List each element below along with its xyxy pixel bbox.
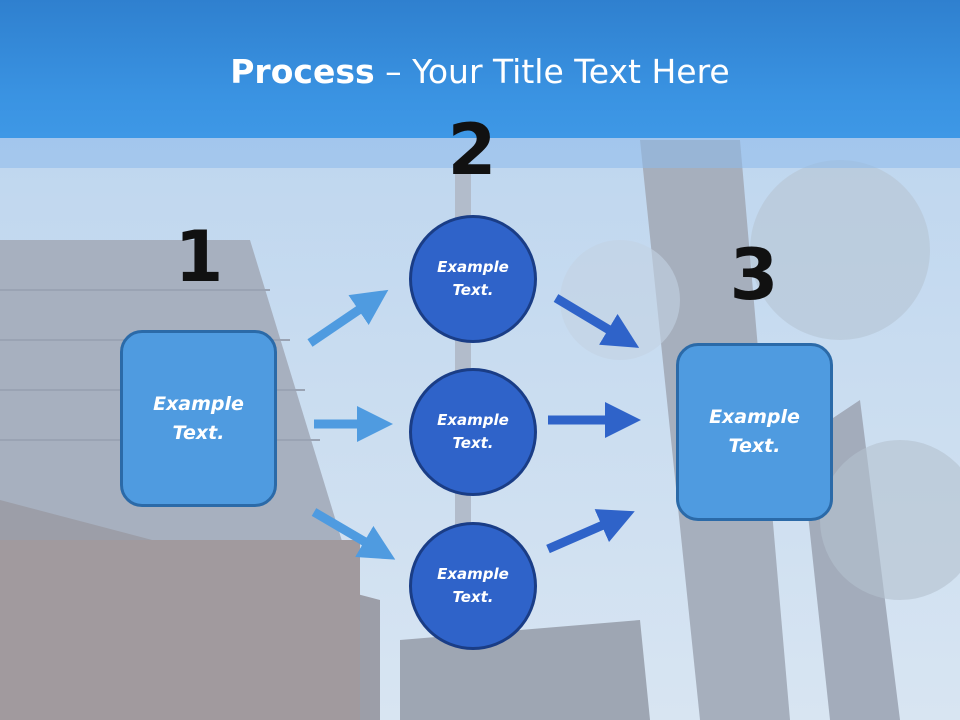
slide-title: Process – Your Title Text Here <box>0 52 960 91</box>
left-box-line1: Example <box>153 392 244 415</box>
title-bold: Process <box>230 52 375 91</box>
circle-bottom-line1: Example <box>437 565 509 583</box>
left-box-line2: Text. <box>172 421 225 444</box>
step-number-2: 2 <box>447 109 497 191</box>
right-box-line2: Text. <box>728 435 781 457</box>
step-number-3: 3 <box>729 234 779 316</box>
title-strip <box>0 138 960 168</box>
step-number-1: 1 <box>174 216 224 298</box>
title-bar <box>0 0 960 138</box>
right-box-line1: Example <box>709 406 800 428</box>
circle-top-line1: Example <box>437 258 509 276</box>
title-rest: – Your Title Text Here <box>374 52 730 91</box>
circle-top-line2: Text. <box>452 281 494 299</box>
circle-middle-line2: Text. <box>452 434 494 452</box>
circle-middle-line1: Example <box>437 411 509 429</box>
circle-bottom-line2: Text. <box>452 588 494 606</box>
